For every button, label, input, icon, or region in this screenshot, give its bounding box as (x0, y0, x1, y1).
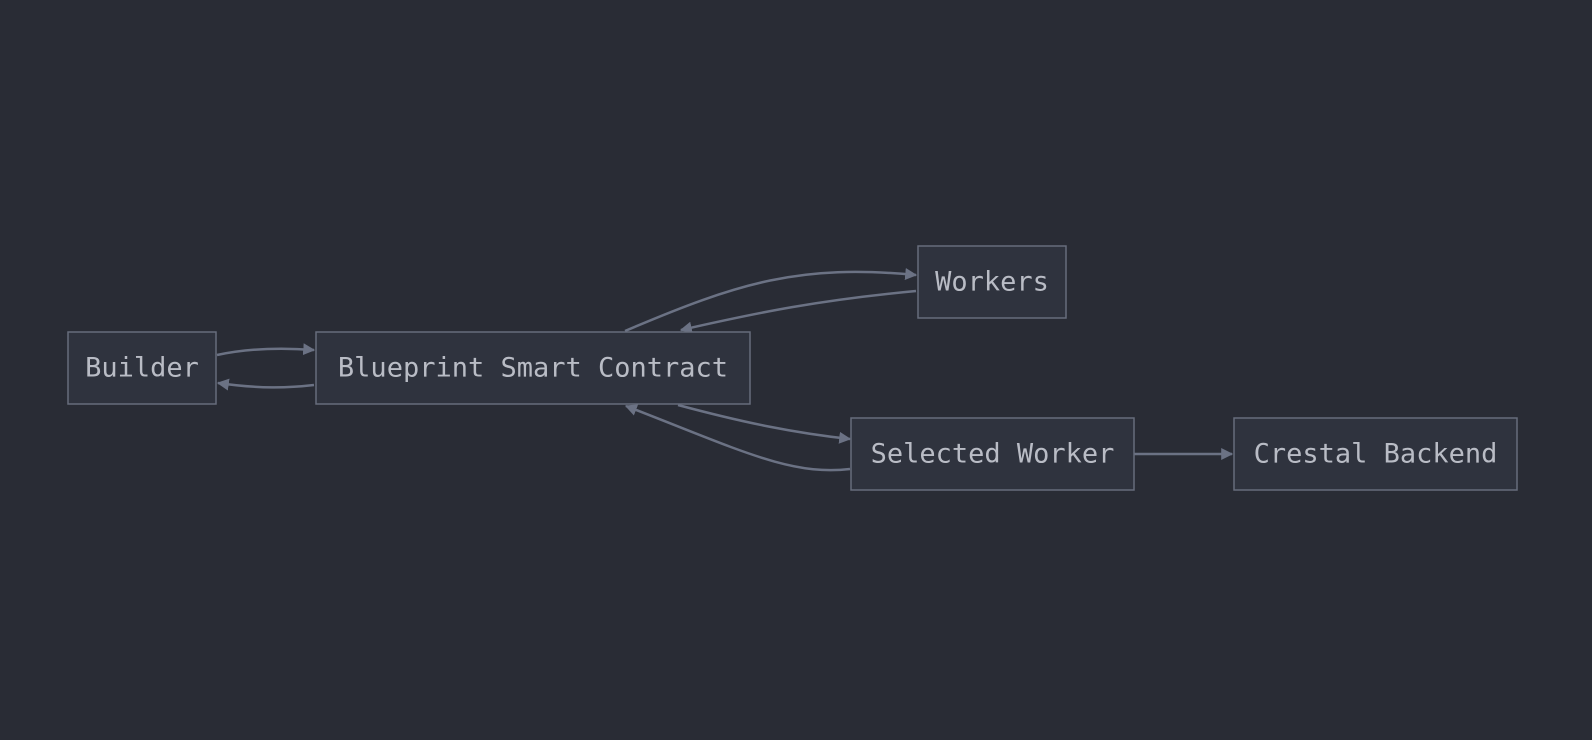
edges (216, 268, 1234, 472)
node-workers-label: Workers (935, 267, 1049, 298)
node-workers[interactable]: Workers (917, 245, 1067, 319)
node-blueprint-smart-contract[interactable]: Blueprint Smart Contract (315, 331, 751, 405)
edge-blueprint-to-builder (216, 378, 315, 391)
edge-blueprint-to-workers (624, 268, 918, 333)
edge-blueprint-to-selected (677, 403, 852, 444)
edge-selected-to-blueprint (624, 404, 851, 472)
node-crestal-backend[interactable]: Crestal Backend (1233, 417, 1518, 491)
node-selected-worker[interactable]: Selected Worker (850, 417, 1135, 491)
node-selected-worker-label: Selected Worker (871, 439, 1115, 470)
node-builder-label: Builder (85, 353, 199, 384)
node-builder[interactable]: Builder (67, 331, 217, 405)
edge-workers-to-blueprint (679, 289, 917, 334)
edge-builder-to-blueprint (216, 343, 316, 357)
node-crestal-backend-label: Crestal Backend (1254, 439, 1498, 470)
node-blueprint-label: Blueprint Smart Contract (338, 353, 728, 384)
